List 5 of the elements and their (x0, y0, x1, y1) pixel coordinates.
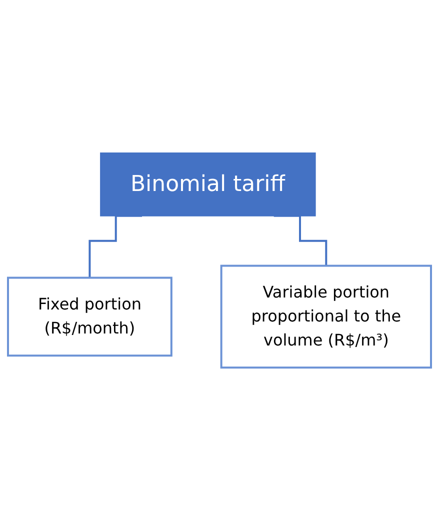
node-box: Binomial tariff (100, 152, 316, 216)
connector (274, 214, 328, 266)
connector (88, 214, 142, 278)
node-box: Variable portion proportional to the volume (R$/m³) (220, 264, 432, 368)
node-box: Fixed portion (R$/month) (7, 276, 172, 356)
